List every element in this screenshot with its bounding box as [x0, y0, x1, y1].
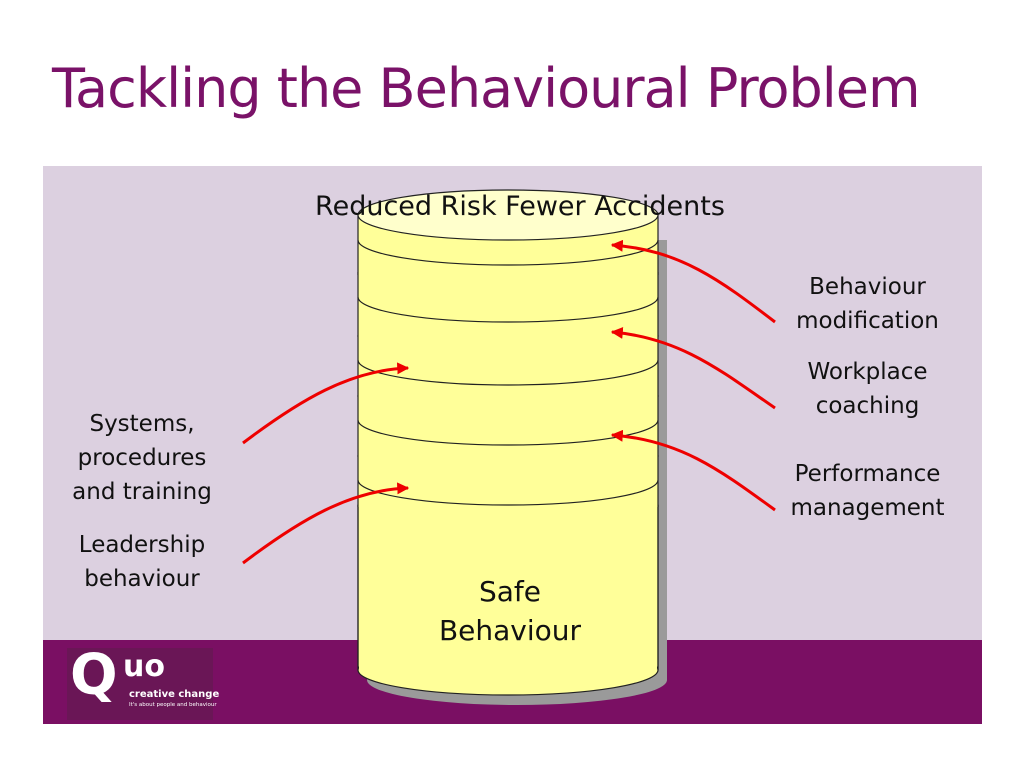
- logo-letter-q: Q: [70, 643, 118, 708]
- base-label-line-1: Safe: [478, 575, 541, 608]
- label-line: behaviour: [84, 566, 200, 592]
- label-line: procedures: [77, 445, 207, 471]
- arrow-leadership: [242, 482, 410, 565]
- cylinder-segment-4: [357, 395, 659, 457]
- logo-tagline: creative change: [129, 689, 220, 700]
- cylinder-segment-3: [357, 335, 659, 397]
- slide-title: Tackling the Behavioural Problem: [52, 57, 921, 120]
- label-line: modification: [796, 308, 939, 334]
- label-systems-procedures-training: Systems, procedures and training: [52, 407, 232, 509]
- label-line: Performance: [794, 461, 941, 487]
- label-line: Leadership: [78, 532, 206, 558]
- diagram-top-label: Reduced Risk Fewer Accidents: [315, 191, 725, 222]
- cylinder-segment-5: [357, 455, 659, 507]
- company-logo: Q uo creative change It's about people a…: [67, 643, 219, 720]
- label-line: Behaviour: [809, 274, 926, 300]
- label-line: management: [790, 495, 945, 521]
- cylinder-segment-2: [357, 272, 659, 337]
- base-label-line-2: Behaviour: [438, 614, 582, 647]
- label-workplace-coaching: Workplace coaching: [780, 355, 955, 423]
- arrow-systems: [242, 362, 410, 445]
- label-behaviour-modification: Behaviour modification: [780, 270, 955, 338]
- logo-letters: uo: [123, 649, 165, 684]
- label-leadership-behaviour: Leadership behaviour: [52, 528, 232, 596]
- arrow-behaviour-modification: [610, 239, 776, 324]
- cylinder-base-segment: [357, 504, 659, 696]
- logo-subline: It's about people and behaviour: [129, 702, 217, 708]
- label-line: Workplace: [807, 359, 928, 385]
- diagram-base-label: Safe Behaviour: [360, 572, 660, 650]
- arrow-performance-management: [610, 429, 776, 512]
- label-line: coaching: [815, 393, 920, 419]
- label-performance-management: Performance management: [775, 457, 960, 525]
- label-line: Systems,: [89, 411, 195, 437]
- cylinder-top-segment: [357, 189, 659, 275]
- arrow-workplace-coaching: [610, 326, 776, 410]
- label-line: and training: [72, 479, 212, 505]
